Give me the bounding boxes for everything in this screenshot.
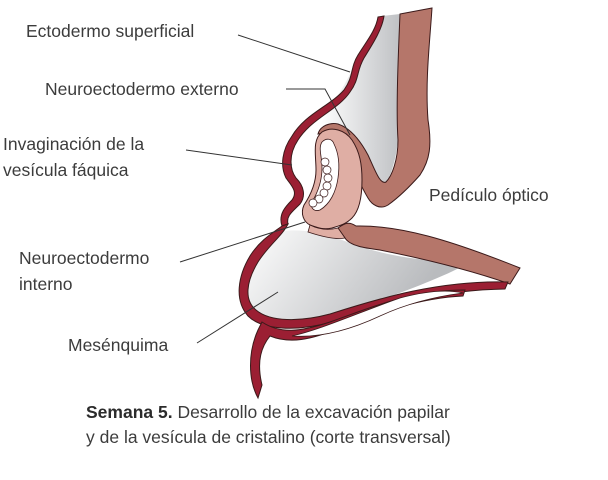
label-pediculo-optico: Pedículo óptico <box>429 185 549 205</box>
label-neuroectodermo-externo: Neuroectodermo externo <box>45 79 239 99</box>
lens-cells <box>308 157 333 208</box>
optic-stalk <box>337 222 521 285</box>
leader-lines <box>179 34 351 344</box>
upper-mesenchyme <box>320 14 400 190</box>
label-invaginacion-line2: vesícula fáquica <box>3 160 129 180</box>
figure-caption: Semana 5. Desarrollo de la excavación pa… <box>86 400 451 450</box>
label-neuroectodermo-interno-line1: Neuroectodermo <box>19 248 150 268</box>
lower-ectoderm-inner-strand <box>291 290 464 337</box>
label-invaginacion-line1: Invaginación de la <box>3 134 145 154</box>
label-neuroectodermo-interno-line2: interno <box>19 274 73 294</box>
caption-bold: Semana 5. <box>86 402 173 422</box>
caption-line2: y de la vesícula de cristalino (corte tr… <box>86 427 451 447</box>
stalk-pink-tip <box>307 224 346 239</box>
caption-line1: Desarrollo de la excavación papilar <box>172 402 450 422</box>
label-ectodermo-superficial: Ectodermo superficial <box>26 21 195 41</box>
lower-mesenchyme <box>243 230 470 323</box>
label-mesenquima: Mesénquima <box>68 335 169 355</box>
